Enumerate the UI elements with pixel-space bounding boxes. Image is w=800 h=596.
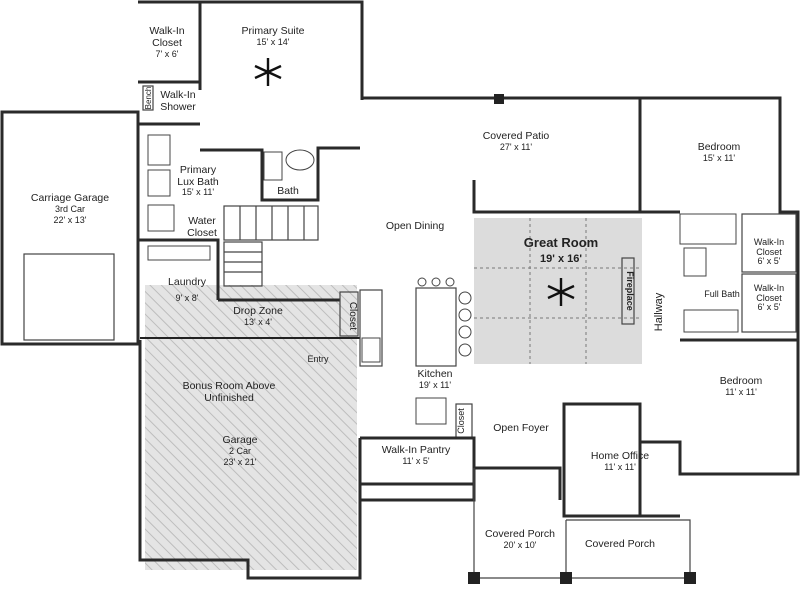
covered-patio-walls xyxy=(362,96,642,214)
primary-suite-lower-wall xyxy=(200,146,360,202)
garage-dim: 23' x 21' xyxy=(224,457,257,467)
porch-column xyxy=(560,572,572,584)
fridge-fixture xyxy=(415,397,447,425)
bath-fixture xyxy=(263,151,283,181)
range-fixture xyxy=(361,337,381,363)
garage-label: Garage xyxy=(222,434,257,446)
primary-suite-dim: 15' x 14' xyxy=(257,37,290,47)
ceiling-fan-icon xyxy=(254,58,282,86)
primary-wing-walls xyxy=(138,0,364,100)
walk-in-closet-primary-dim: 7' x 6' xyxy=(156,49,179,59)
covered-porch-main-dim: 20' x 10' xyxy=(504,540,537,550)
drop-zone-dim: 13' x 4' xyxy=(244,317,272,327)
walk-in-closet-1-label-1: Walk-In xyxy=(754,237,784,247)
home-office-label: Home Office xyxy=(591,450,649,462)
drop-closet xyxy=(339,291,359,337)
hallway-label: Hallway xyxy=(653,292,665,331)
great-room-dim: 19' x 16' xyxy=(540,253,582,265)
bonus-room-label-2: Unfinished xyxy=(204,392,254,404)
carriage-garage-label: Carriage Garage xyxy=(31,192,109,204)
walk-in-shower-label-2: Shower xyxy=(160,101,196,113)
closet-drop-label: Closet xyxy=(347,302,358,331)
covered-porch-main-label: Covered Porch xyxy=(485,528,555,540)
garage-sub: 2 Car xyxy=(229,446,251,456)
walk-in-closet-primary-label-2: Closet xyxy=(152,37,182,49)
water-closet-label-1: Water xyxy=(188,215,216,227)
walk-in-closet-1-label-2: Closet xyxy=(756,247,782,257)
bedroom-bottom-label: Bedroom xyxy=(720,375,763,387)
covered-patio-dim: 27' x 11' xyxy=(500,142,533,152)
primary-lux-bath-dim: 15' x 11' xyxy=(182,187,215,197)
garage-walls xyxy=(138,340,362,580)
right-tub xyxy=(679,213,737,245)
bedroom-bottom-dim: 11' x 11' xyxy=(725,387,757,397)
kitchen-dim: 19' x 11' xyxy=(419,380,452,390)
bath-label: Bath xyxy=(277,185,299,197)
office-walls xyxy=(564,402,642,516)
garage-hatch-area xyxy=(145,285,357,570)
tub-fixture xyxy=(147,169,171,197)
bench-label: Bench xyxy=(144,87,153,110)
laundry-walls xyxy=(138,238,220,300)
closet-foyer-label: Closet xyxy=(456,408,466,434)
ceiling-fan-icon xyxy=(547,278,575,306)
closet-box-2 xyxy=(741,273,797,333)
laundry-machines xyxy=(147,245,211,261)
pantry-walls xyxy=(360,436,476,486)
laundry-label: Laundry xyxy=(168,276,207,288)
drop-zone-label: Drop Zone xyxy=(233,305,283,317)
right-wc xyxy=(683,247,707,277)
laundry-dim: 9' x 8' xyxy=(176,293,199,303)
sink-fixture xyxy=(285,149,315,171)
fireplace-label: Fireplace xyxy=(625,271,635,311)
kitchen-island xyxy=(415,287,457,367)
closet-box-1 xyxy=(741,213,797,273)
covered-porch-side-label: Covered Porch xyxy=(585,538,655,550)
carriage-garage-walls xyxy=(0,110,140,346)
entry-label: Entry xyxy=(307,354,329,364)
walk-in-closet-2-label-1: Walk-In xyxy=(754,283,784,293)
kitchen-label: Kitchen xyxy=(417,368,452,380)
porch-side-walls xyxy=(566,519,691,579)
walk-in-pantry-dim: 11' x 5' xyxy=(402,456,430,466)
tub-fixture xyxy=(147,134,171,166)
right-vanity xyxy=(683,309,739,333)
bedroom-top-dim: 15' x 11' xyxy=(703,153,736,163)
walk-in-shower-label-1: Walk-In xyxy=(160,89,195,101)
water-closet-label-2: Closet xyxy=(187,227,217,239)
great-room-grid xyxy=(474,218,642,364)
full-bath-label: Full Bath xyxy=(704,289,740,299)
water-closet-fixture xyxy=(147,204,175,232)
primary-lux-bath-label-2: Lux Bath xyxy=(177,176,219,188)
stairs xyxy=(223,205,319,287)
walk-in-closet-primary-label-1: Walk-In xyxy=(149,25,184,37)
great-room-label: Great Room xyxy=(524,235,598,250)
bedroom-top-label: Bedroom xyxy=(698,141,741,153)
fireplace-block xyxy=(621,257,635,325)
open-foyer-label: Open Foyer xyxy=(493,422,549,434)
porch-column xyxy=(468,572,480,584)
bar-stools xyxy=(417,277,472,357)
walk-in-pantry-label: Walk-In Pantry xyxy=(382,444,451,456)
carriage-garage-dim: 22' x 13' xyxy=(54,215,87,225)
porch-walls xyxy=(473,468,567,579)
walk-in-closet-2-dim: 6' x 5' xyxy=(758,302,781,312)
walk-in-closet-1-dim: 6' x 5' xyxy=(758,256,781,266)
carriage-garage-sub: 3rd Car xyxy=(55,204,85,214)
bench xyxy=(142,85,154,111)
carriage-garage-door xyxy=(23,253,115,341)
open-dining-label: Open Dining xyxy=(386,220,445,232)
kitchen-counter xyxy=(359,289,383,367)
home-office-dim: 11' x 11' xyxy=(604,462,636,472)
patio-column xyxy=(494,94,504,104)
walk-in-closet-2-label-2: Closet xyxy=(756,293,782,303)
porch-column xyxy=(684,572,696,584)
right-wing-walls xyxy=(562,96,800,518)
primary-suite-label: Primary Suite xyxy=(241,25,304,37)
primary-lux-bath-label-1: Primary xyxy=(180,164,217,176)
covered-patio-label: Covered Patio xyxy=(483,130,550,142)
bonus-room-label-1: Bonus Room Above xyxy=(183,380,276,392)
